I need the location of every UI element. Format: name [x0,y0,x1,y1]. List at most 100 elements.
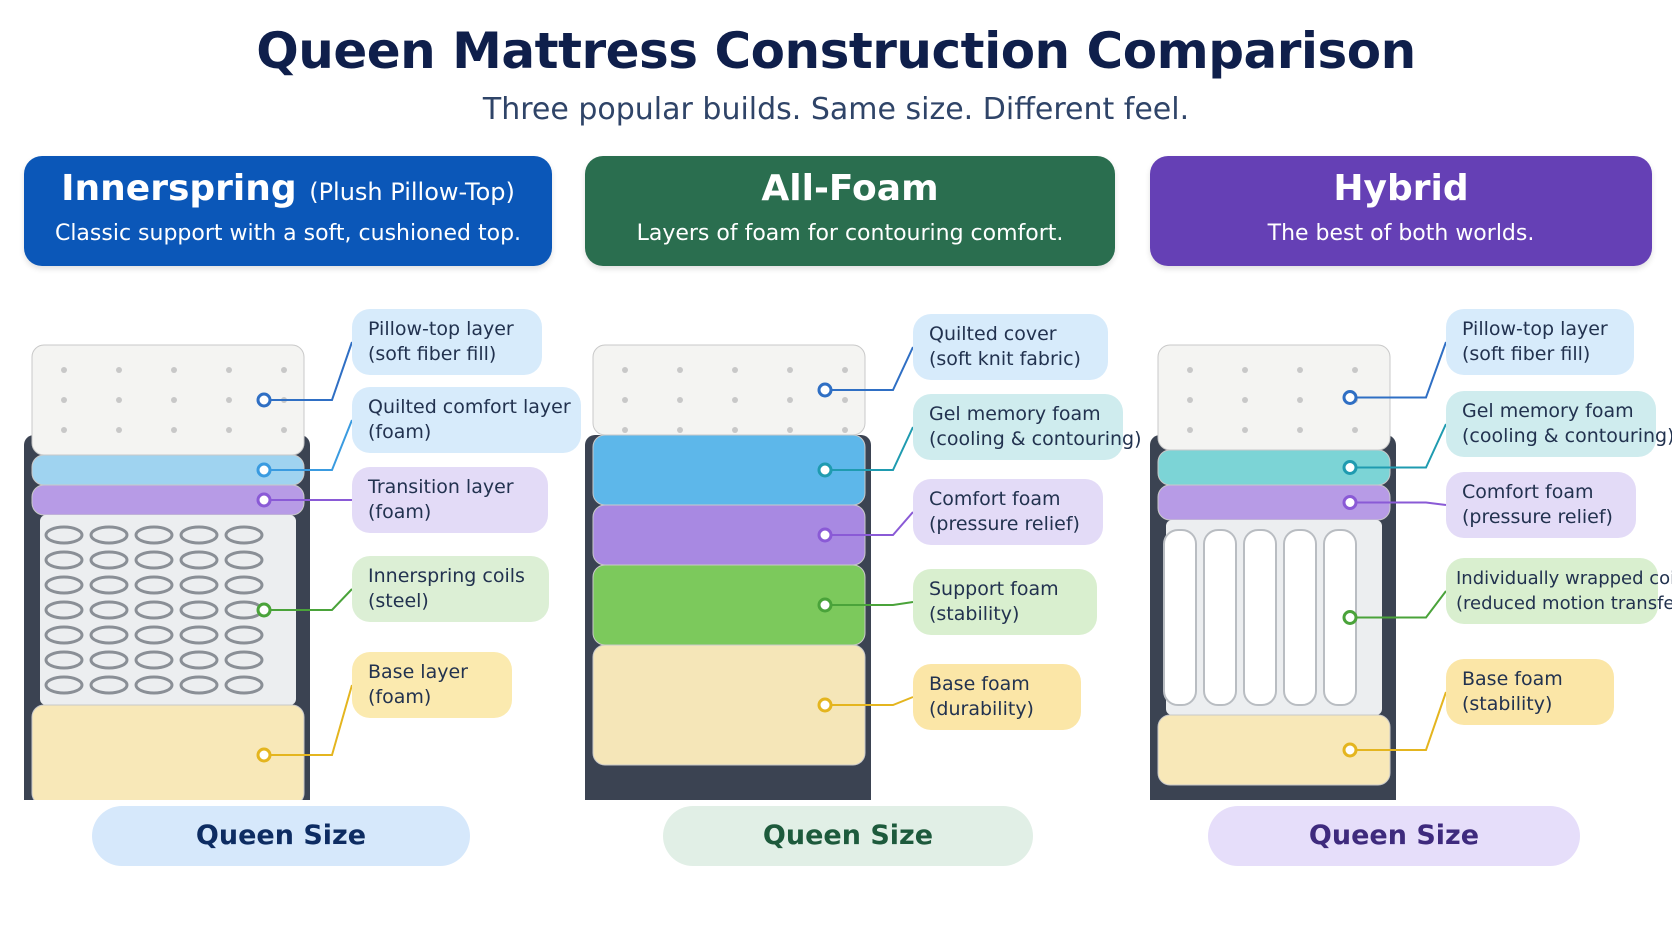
quilt-tuft [116,367,122,373]
callout-layer-2: Quilted comfort layer (foam) [352,387,581,453]
callout-layer-2: Gel memory foam (cooling & contouring) [913,394,1142,460]
coil-spring [134,525,174,545]
panel-name: Hybrid [1333,168,1469,209]
size-pill: Queen Size [92,806,470,866]
panel-tagline: The best of both worlds. [1267,221,1535,246]
panel-tagline: Layers of foam for contouring comfort. [636,221,1064,246]
callout-layer-5: Base foam (stability) [1446,659,1614,725]
callout-layer-1: Quilted cover (soft knit fabric) [913,314,1108,380]
quilt-tuft [1297,367,1303,373]
quilt-tuft [226,397,232,403]
coil-spring [224,625,264,645]
coil-spring [44,625,84,645]
wrapped-coil [1323,529,1357,706]
coil-spring [89,600,129,620]
quilt-tuft [732,427,738,433]
coil-spring [44,575,84,595]
coil-spring [224,550,264,570]
mattress-layer-1 [592,344,866,436]
coil-spring [179,625,219,645]
quilt-tuft [281,427,287,433]
quilt-tuft [116,427,122,433]
quilt-tuft [61,397,67,403]
coil-spring [44,650,84,670]
coil-spring [179,575,219,595]
quilt-tuft [1242,397,1248,403]
mattress-layer-4 [40,515,296,705]
mattress-layer-2 [1157,449,1391,486]
page-title: Queen Mattress Construction Comparison [256,22,1416,80]
callout-layer-5: Base foam (durability) [913,664,1081,730]
quilt-tuft [281,367,287,373]
quilt-tuft [787,427,793,433]
mattress-layer-5 [592,644,866,766]
coil-spring [89,675,129,695]
mattress-layer-1 [31,344,305,456]
mattress-layer-3 [31,484,305,516]
coil-spring [44,600,84,620]
panel-name: All-Foam [761,168,939,209]
quilt-tuft [842,427,848,433]
quilt-tuft [842,367,848,373]
quilt-tuft [1187,367,1193,373]
coil-spring [44,525,84,545]
panel-innerspring: Innerspring (Plush Pillow-Top) Classic s… [24,0,584,941]
quilt-tuft [1242,427,1248,433]
quilt-tuft [226,367,232,373]
wrapped-coil [1283,529,1317,706]
quilt-tuft [61,367,67,373]
coil-spring [134,625,174,645]
callout-layer-1: Pillow-top layer (soft fiber fill) [352,309,542,375]
coil-spring [89,575,129,595]
panel-all-foam: All-Foam Layers of foam for contouring c… [585,0,1145,941]
size-pill: Queen Size [1208,806,1580,866]
callout-layer-4: Support foam (stability) [913,569,1097,635]
wrapped-coil [1163,529,1197,706]
coil-spring [179,650,219,670]
callout-layer-5: Base layer (foam) [352,652,512,718]
quilt-tuft [622,397,628,403]
quilt-tuft [1187,427,1193,433]
coil-spring [89,525,129,545]
callout-layer-3: Gel memory foam (cooling & contouring) [1446,391,1672,457]
mattress-layer-3 [1157,484,1391,521]
wrapped-coil [1203,529,1237,706]
quilt-tuft [171,397,177,403]
panel-hybrid: Hybrid The best of both worlds. Pillow-t… [1150,0,1672,941]
quilt-tuft [171,367,177,373]
panel-tagline: Classic support with a soft, cushioned t… [54,221,522,246]
wrapped-coil [1243,529,1277,706]
coil-spring [179,675,219,695]
quilt-tuft [732,397,738,403]
coil-spring [179,550,219,570]
panel-name-suffix: (Plush Pillow-Top) [309,178,515,206]
quilt-tuft [622,427,628,433]
quilt-tuft [787,367,793,373]
quilt-tuft [1187,397,1193,403]
mattress-layer-3 [592,504,866,566]
quilt-tuft [677,367,683,373]
coil-spring [224,650,264,670]
coil-spring [44,675,84,695]
callout-layer-3: Comfort foam (pressure relief) [913,479,1103,545]
quilt-tuft [1242,367,1248,373]
mattress-layer-4 [592,564,866,646]
quilt-tuft [171,427,177,433]
coil-spring [179,525,219,545]
mattress-layer-2 [592,434,866,506]
quilt-tuft [1297,397,1303,403]
panel-header: All-Foam Layers of foam for contouring c… [585,156,1115,266]
coil-spring [134,650,174,670]
coil-spring [89,625,129,645]
callout-layer-4: Innerspring coils (steel) [352,556,549,622]
coil-spring [89,650,129,670]
page-subtitle: Three popular builds. Same size. Differe… [482,92,1190,127]
quilt-tuft [1352,427,1358,433]
panel-header: Hybrid The best of both worlds. [1150,156,1652,266]
quilt-tuft [787,397,793,403]
quilt-tuft [61,427,67,433]
mattress-cross-section [24,344,310,800]
quilt-tuft [116,397,122,403]
quilt-tuft [732,367,738,373]
coil-spring [89,550,129,570]
